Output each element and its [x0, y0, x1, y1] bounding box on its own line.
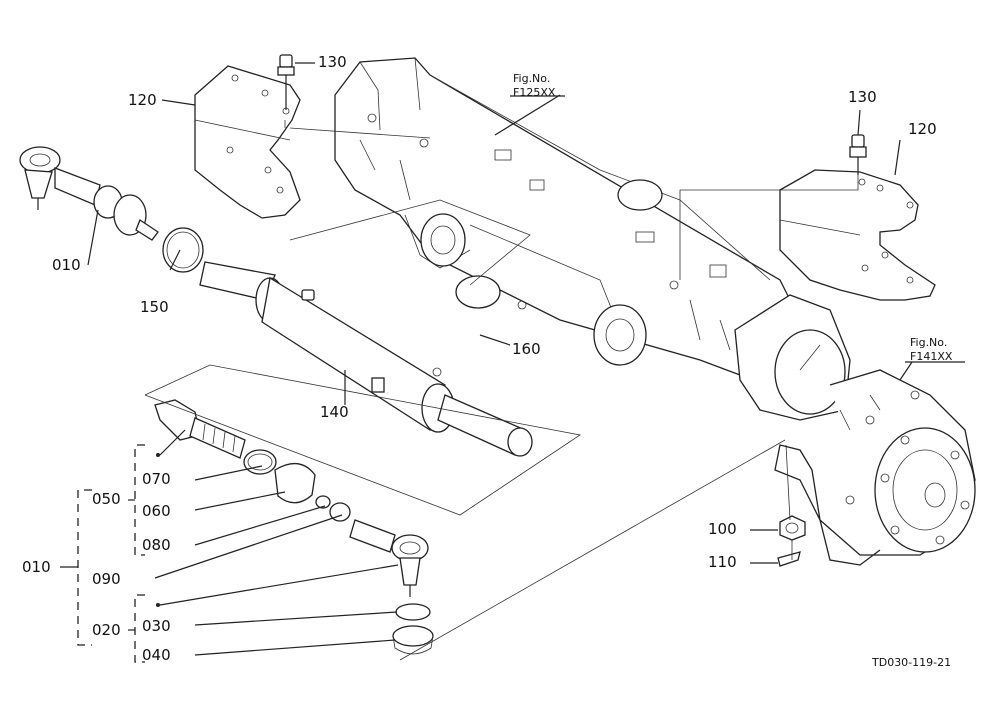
axle-housing — [334, 57, 791, 381]
label-150: 150 — [140, 298, 169, 316]
label-030: 030 — [142, 617, 171, 635]
final-drive-housing — [734, 294, 976, 566]
fig-ref-f125: Fig.No. F125XX — [513, 72, 555, 100]
cover-right — [779, 169, 936, 301]
label-130-left: 130 — [318, 53, 347, 71]
label-010-bottom: 010 — [22, 558, 51, 576]
tie-rod-assembly — [154, 399, 434, 655]
drawing-code: TD030-119-21 — [872, 656, 952, 669]
label-130-right: 130 — [848, 88, 877, 106]
label-040: 040 — [142, 646, 171, 664]
bolt-130-left — [277, 54, 295, 110]
cover-left — [194, 65, 301, 219]
fig-ref-f141-line2: F141XX — [910, 349, 953, 363]
tie-rod-end-top — [19, 146, 159, 241]
label-020: 020 — [92, 621, 121, 639]
label-110: 110 — [708, 553, 737, 571]
fig-ref-f141-line1: Fig.No. — [910, 336, 948, 349]
fig-ref-f125-line1: Fig.No. — [513, 72, 551, 85]
projection-lines — [144, 120, 859, 661]
label-050: 050 — [92, 490, 121, 508]
fig-ref-f141: Fig.No. F141XX — [910, 336, 952, 364]
label-100: 100 — [708, 520, 737, 538]
label-070: 070 — [142, 470, 171, 488]
assembly-brackets — [60, 444, 160, 663]
label-060: 060 — [142, 502, 171, 520]
label-120-left: 120 — [128, 91, 157, 109]
leader-lines — [87, 62, 913, 656]
label-090: 090 — [92, 570, 121, 588]
snap-ring-150 — [162, 227, 204, 273]
label-160: 160 — [512, 340, 541, 358]
fig-ref-f125-line2: F125XX — [513, 85, 556, 99]
bolt-130-right — [849, 134, 867, 175]
nut-100 — [779, 515, 806, 541]
label-080: 080 — [142, 536, 171, 554]
steering-cylinder — [199, 261, 533, 457]
cotter-pin-110 — [777, 551, 801, 567]
label-140: 140 — [320, 403, 349, 421]
label-010-top: 010 — [52, 256, 81, 274]
label-120-right: 120 — [908, 120, 937, 138]
